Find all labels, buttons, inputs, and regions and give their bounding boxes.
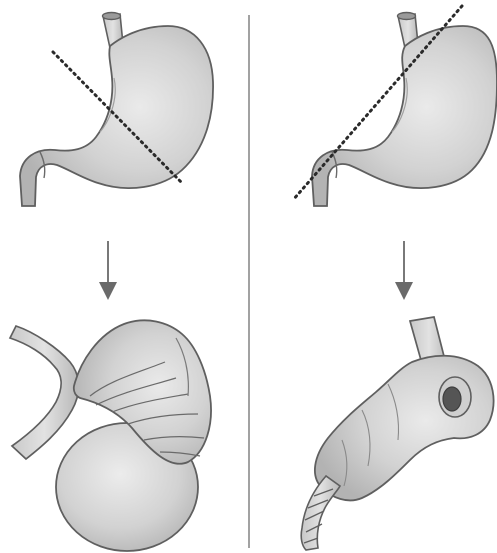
left-plicated-stomach-icon: [10, 320, 211, 551]
right-stomach-icon: [312, 13, 497, 207]
left-stomach-icon: [20, 13, 213, 207]
right-sleeve-stomach-icon: [301, 317, 493, 550]
